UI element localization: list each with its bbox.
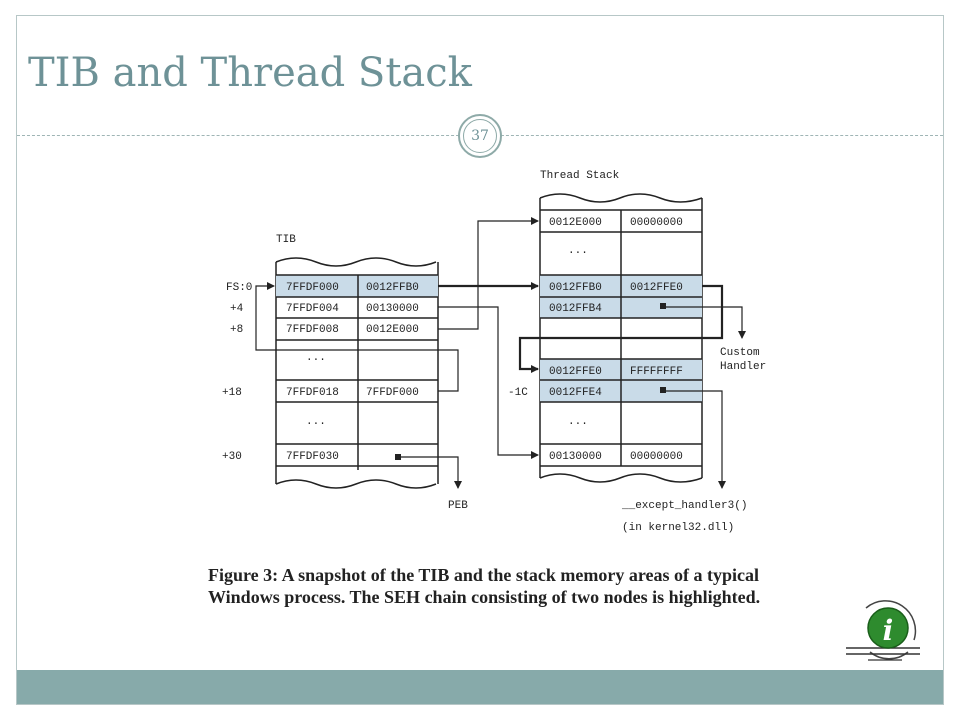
page-number-badge: 37: [458, 114, 502, 158]
tib-bottom-edge: [275, 479, 437, 489]
seh-next-arrow: [518, 284, 724, 373]
tib-addr-4: 7FFDF018: [286, 387, 339, 399]
stack-addr-6: 0012FFE4: [549, 387, 602, 399]
peb-arrow: [398, 456, 462, 489]
tib-value-4: 7FFDF000: [366, 387, 419, 399]
slide-frame: [16, 15, 944, 705]
stack-addr-2: 0012FFB0: [549, 282, 602, 294]
except-handler-arrow: [664, 390, 726, 489]
stack-addr-5: 0012FFE0: [549, 366, 602, 378]
slide-title: TIB and Thread Stack: [28, 50, 472, 96]
stack-offset-label: -1C: [508, 387, 528, 399]
tib-value-1: 00130000: [366, 303, 419, 315]
stack-value-5: FFFFFFFF: [630, 366, 683, 378]
stack-value-0: 00000000: [630, 217, 683, 229]
tib-offset-2: +8: [230, 324, 243, 336]
tib-addr-1: 7FFDF004: [286, 303, 339, 315]
stack-value-8: 00000000: [630, 451, 683, 463]
tib-offset-0: FS:0: [226, 282, 252, 294]
stack-addr-3: 0012FFB4: [549, 303, 602, 315]
stack-addr-8: 00130000: [549, 451, 602, 463]
peb-label: PEB: [448, 500, 468, 512]
connector-lines: [255, 217, 746, 489]
tib-ellipsis-1: ...: [306, 352, 326, 364]
tib-table: TIB FS:0 7FFDF000 0012FFB0 +4 7FFDF004 0…: [222, 234, 439, 489]
tib-value-0: 0012FFB0: [366, 282, 419, 294]
self-pointer-arrow: [255, 282, 459, 392]
footer-band: [17, 670, 943, 704]
peb-dot: [395, 454, 401, 460]
stack-ellipsis-3: ...: [568, 416, 588, 428]
stack-addr-0: 0012E000: [549, 217, 602, 229]
stack-top-edge: [539, 193, 703, 203]
info-icon: i: [846, 600, 920, 661]
except-handler-label: __except_handler3(): [621, 500, 747, 512]
info-icon-glyph: i: [883, 614, 894, 647]
page-number: 37: [463, 119, 497, 153]
tib-offset-4: +18: [222, 387, 242, 399]
stack-limit-arrow: [438, 217, 539, 330]
custom-handler-label-2: Handler: [720, 361, 766, 373]
tib-offset-6: +30: [222, 451, 242, 463]
tib-label: TIB: [276, 234, 296, 246]
custom-handler-label-1: Custom: [720, 347, 760, 359]
tib-ellipsis-2: ...: [306, 416, 326, 428]
handler2-dot: [660, 387, 666, 393]
figure-caption: Figure 3: A snapshot of the TIB and the …: [208, 565, 761, 607]
stack-ellipsis-1: ...: [568, 245, 588, 257]
stack-label: Thread Stack: [540, 170, 620, 182]
handler1-dot: [660, 303, 666, 309]
tib-addr-6: 7FFDF030: [286, 451, 339, 463]
tib-row-highlight: [276, 275, 438, 297]
kernel32-label: (in kernel32.dll): [622, 522, 734, 534]
custom-handler-arrow: [664, 306, 746, 339]
stack-base-arrow: [438, 306, 539, 459]
tib-value-2: 0012E000: [366, 324, 419, 336]
stack-value-2: 0012FFE0: [630, 282, 683, 294]
tib-addr-2: 7FFDF008: [286, 324, 339, 336]
stack-bottom-edge: [539, 473, 703, 483]
tib-top-edge: [275, 257, 437, 267]
tib-offset-1: +4: [230, 303, 244, 315]
stack-table: Thread Stack 0012E000 00000000 ... 0012F…: [508, 170, 703, 483]
tib-addr-0: 7FFDF000: [286, 282, 339, 294]
